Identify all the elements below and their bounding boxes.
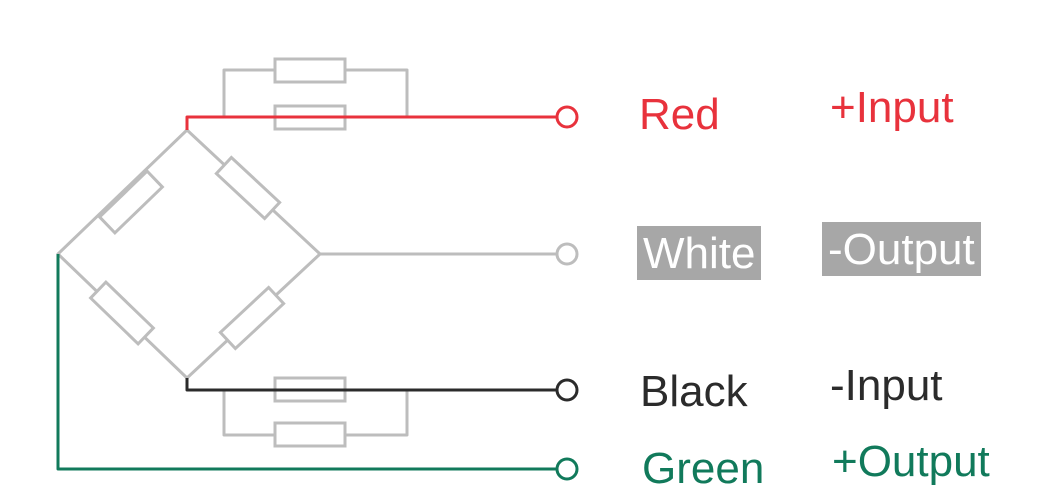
black-wire [185, 378, 556, 392]
terminal-white [555, 242, 579, 266]
terminal-red [555, 105, 579, 129]
wire-function-label-green: +Output [832, 437, 990, 486]
wire-color-label-green: Green [642, 444, 765, 493]
bridge-edge-top-left [56, 128, 189, 256]
wire-color-label-red: Red [639, 90, 720, 139]
green-wire [56, 254, 556, 471]
wire-function-label-black: -Input [830, 361, 943, 410]
resistor-bottom-left [88, 280, 156, 346]
terminal-black [555, 378, 579, 402]
red-wire [185, 115, 556, 130]
terminal-green [555, 457, 579, 481]
wire-function-label-white: -Output [822, 222, 981, 276]
resistor-bottom-right [218, 285, 286, 351]
resistor-top-upper [273, 57, 347, 84]
resistor-top-right [214, 155, 282, 221]
wire-function-label-red: +Input [830, 83, 954, 132]
resistor-top-left [97, 169, 165, 235]
resistors [88, 57, 347, 448]
wire-color-label-black: Black [640, 367, 748, 416]
resistor-bottom-lower [273, 421, 347, 448]
wire-color-label-white: White [637, 226, 762, 280]
